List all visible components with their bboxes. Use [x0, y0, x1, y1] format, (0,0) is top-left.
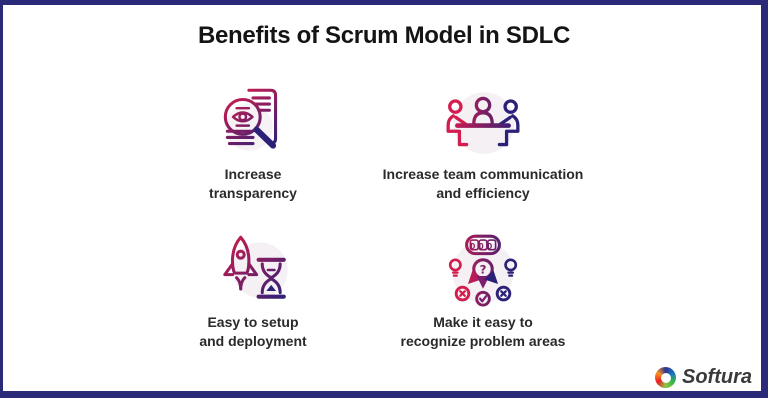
rocket-hourglass-icon — [223, 235, 288, 299]
benefit-card-setup: Easy to setup and deployment — [128, 228, 378, 350]
softura-logo: Softura — [655, 366, 752, 389]
benefit-label-line2: and efficiency — [436, 184, 530, 201]
benefit-card-problems: DDD ? Make it easy to recognize problem … — [358, 228, 608, 350]
magnifier-eye-document-icon — [223, 88, 278, 151]
benefit-label-line2: and deployment — [199, 332, 307, 349]
benefit-label-line2: transparency — [209, 184, 297, 201]
softura-logo-text: Softura — [682, 366, 752, 388]
softura-swirl-icon — [655, 367, 676, 388]
benefit-label-line1: Make it easy to — [433, 314, 533, 330]
benefit-label: Increase transparency — [209, 165, 297, 202]
team-meeting-icon — [446, 92, 520, 154]
benefit-label: Easy to setup and deployment — [199, 313, 306, 350]
benefit-label: Increase team communication and efficien… — [383, 165, 584, 202]
problem-detection-icon: DDD ? — [448, 234, 518, 307]
question-mark-text: ? — [480, 262, 487, 276]
ddd-badge-text: DDD — [470, 241, 495, 251]
benefit-label-line1: Increase team communication — [382, 166, 584, 182]
benefit-label-line1: Increase — [224, 166, 282, 182]
benefit-label: Make it easy to recognize problem areas — [401, 313, 566, 350]
benefit-label-line2: recognize problem areas — [400, 332, 566, 349]
benefit-card-communication: Increase team communication and efficien… — [358, 80, 608, 202]
benefit-card-transparency: Increase transparency — [128, 80, 378, 202]
benefit-label-line1: Easy to setup — [207, 314, 299, 330]
page-title: Benefits of Scrum Model in SDLC — [197, 22, 571, 49]
